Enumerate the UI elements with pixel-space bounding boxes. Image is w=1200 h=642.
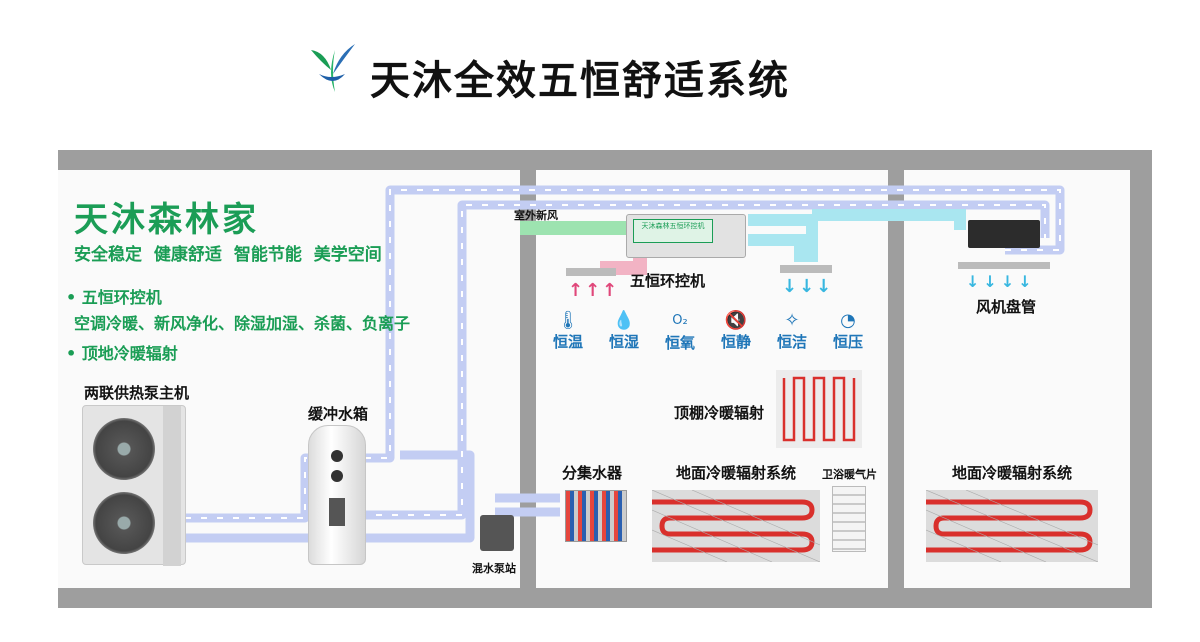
mixing-station	[480, 515, 514, 551]
mixing-station-label: 混水泵站	[472, 562, 516, 575]
clean-icon: ✧	[784, 310, 800, 331]
constant-label: 恒压	[832, 333, 863, 351]
floor-radiant-panel-2	[926, 490, 1098, 562]
heat-pump-label: 两联供热泵主机	[84, 384, 190, 402]
floor-radiant-label-2: 地面冷暖辐射系统	[952, 464, 1073, 482]
oxygen-icon: O₂	[672, 313, 688, 328]
floor-radiant-label-1: 地面冷暖辐射系统	[676, 464, 797, 482]
constant-item: 🌡 恒温	[540, 310, 596, 352]
bath-radiator-label: 卫浴暖气片	[822, 468, 877, 481]
feature-radiant: • 顶地冷暖辐射	[66, 344, 178, 363]
fan-coil-label: 风机盘管	[976, 298, 1037, 316]
constant-item: ◔ 恒压	[820, 310, 876, 352]
bath-radiator	[832, 486, 866, 552]
fan-icon	[93, 418, 155, 480]
constant-item: 💧 恒湿	[596, 310, 652, 352]
floor-radiant-panel-1	[652, 490, 820, 562]
manifold	[565, 490, 627, 542]
humidity-icon: 💧	[612, 310, 636, 331]
constant-item: O₂ 恒氧	[652, 310, 708, 353]
constant-item: 🔇 恒静	[708, 310, 764, 352]
heat-pump-unit	[82, 405, 186, 566]
fan-coil-unit	[968, 220, 1040, 248]
quiet-icon: 🔇	[724, 310, 748, 331]
feature-controller-desc: 空调冷暖、新风净化、除湿加湿、杀菌、负离子	[74, 314, 411, 333]
feature-controller: • 五恒环控机	[66, 288, 162, 307]
return-air-arrows: ↑↑↑	[568, 280, 620, 301]
brand-logo-icon	[311, 44, 355, 92]
constants-row: 🌡 恒温 💧 恒湿 O₂ 恒氧 🔇 恒静 ✧ 恒洁 ◔ 恒压	[540, 310, 880, 360]
constant-label: 恒湿	[608, 333, 639, 351]
constant-label: 恒温	[552, 333, 583, 351]
controller-screen: 天沐森林五恒环控机	[633, 219, 713, 243]
constant-item: ✧ 恒洁	[764, 310, 820, 352]
return-grille	[566, 268, 616, 276]
constant-label: 恒氧	[664, 334, 695, 352]
constant-label: 恒洁	[776, 333, 807, 351]
buffer-tank	[308, 425, 366, 565]
supply-air-arrows: ↓↓↓	[782, 276, 834, 297]
thermometer-icon: 🌡	[556, 310, 580, 331]
fan-coil-air-arrows: ↓↓↓↓	[966, 272, 1036, 291]
buffer-tank-label: 缓冲水箱	[308, 405, 369, 423]
supply-grille	[780, 265, 832, 273]
brand-name: 天沐森林家	[74, 200, 259, 240]
controller-unit: 天沐森林五恒环控机	[626, 214, 746, 258]
fresh-air-label: 室外新风	[514, 209, 558, 222]
ceiling-radiant-label: 顶棚冷暖辐射	[674, 404, 765, 422]
manifold-label: 分集水器	[562, 464, 623, 482]
controller-label: 五恒环控机	[630, 272, 706, 290]
page-title: 天沐全效五恒舒适系统	[370, 58, 790, 104]
fan-icon	[93, 492, 155, 554]
pressure-icon: ◔	[840, 310, 856, 331]
ceiling-radiant-panel	[776, 370, 862, 448]
brand-slogan: 安全稳定 健康舒适 智能节能 美学空间	[74, 245, 382, 265]
constant-label: 恒静	[720, 333, 751, 351]
fan-coil-grille	[958, 262, 1050, 269]
